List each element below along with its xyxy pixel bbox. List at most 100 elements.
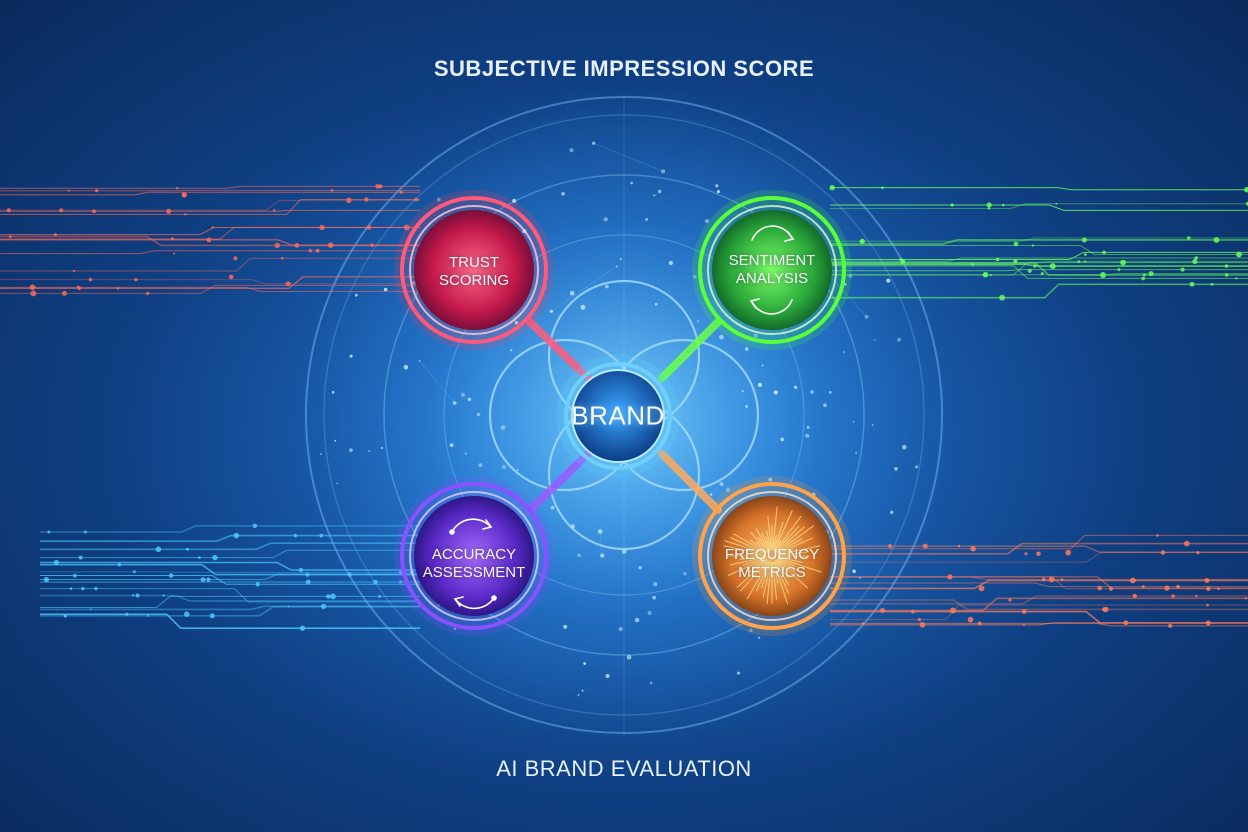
- circuit-node: [166, 208, 172, 214]
- circuit-node: [1141, 276, 1145, 281]
- frequency-label-line2: METRICS: [738, 564, 806, 581]
- spoke-frequency: [658, 450, 722, 514]
- circuit-node: [252, 523, 258, 528]
- network-dot: [331, 391, 335, 394]
- circuit-node: [1055, 202, 1058, 205]
- circuit-trace: [0, 284, 420, 294]
- circuit-node: [326, 594, 331, 599]
- circuit-node: [957, 544, 961, 548]
- burst-ray: [775, 515, 802, 552]
- network-dot: [823, 403, 827, 408]
- circuit-node: [47, 530, 51, 534]
- circuit-trace: [40, 525, 420, 533]
- network-dot: [652, 595, 656, 600]
- refresh-arrows-icon: [749, 225, 795, 315]
- circuit-node: [43, 577, 50, 583]
- brand-label: BRAND: [571, 400, 665, 431]
- circuit-node: [1176, 585, 1180, 589]
- network-dot: [464, 452, 467, 455]
- circuit-node: [1210, 282, 1214, 286]
- network-dot: [710, 493, 713, 496]
- network-dot: [719, 482, 724, 487]
- network-dot: [753, 333, 758, 338]
- burst-ray: [773, 561, 788, 604]
- network-dot: [605, 284, 609, 289]
- network-dot: [550, 505, 555, 510]
- circuit-node: [1120, 259, 1126, 266]
- circuit-node: [319, 533, 324, 538]
- network-dot: [810, 390, 814, 394]
- outer-ring-2: [323, 114, 925, 716]
- circuit-node: [978, 585, 985, 592]
- circuit-trace: [0, 209, 420, 212]
- circuit-node: [861, 622, 865, 625]
- circuit-node: [986, 202, 992, 208]
- circuit-node: [299, 625, 306, 631]
- circuit-node: [1245, 201, 1248, 206]
- burst-ray: [742, 557, 767, 566]
- burst-ray: [739, 556, 767, 560]
- circuit-node: [287, 605, 290, 608]
- circuit-node: [1235, 277, 1238, 280]
- burst-ray: [776, 526, 805, 553]
- sentiment-label-line1: SENTIMENT: [728, 252, 816, 269]
- circuit-trace: [40, 588, 420, 603]
- network-dot: [761, 364, 764, 367]
- network-dot: [403, 364, 409, 370]
- circuit-node: [212, 554, 218, 561]
- circuit-trace: [40, 534, 420, 543]
- network-dot: [605, 673, 610, 679]
- network-dot: [848, 274, 853, 278]
- circuit-node: [1204, 578, 1210, 583]
- circuit-node: [1156, 534, 1159, 537]
- circuit-node: [206, 237, 212, 243]
- circuit-node: [1103, 606, 1109, 613]
- circuit-node: [917, 618, 922, 622]
- circuit-node: [305, 572, 310, 577]
- frequency-label-line1: FREQUENCY: [724, 546, 820, 563]
- circuit-trace: [0, 276, 420, 289]
- network-dot: [592, 141, 596, 145]
- burst-ray: [766, 561, 772, 604]
- network-dot: [501, 464, 507, 470]
- network-dot: [516, 469, 519, 471]
- network-dot: [618, 626, 623, 632]
- network-dot: [412, 281, 416, 285]
- circuit-node: [198, 556, 201, 559]
- circuit-trace: [40, 542, 420, 551]
- circuit-trace: [40, 595, 420, 608]
- node-sentiment: [692, 190, 852, 350]
- circuit-node: [186, 547, 189, 551]
- network-dot: [653, 194, 656, 197]
- network-dot: [668, 260, 674, 266]
- network-dot: [436, 197, 441, 202]
- circuit-node: [1097, 585, 1102, 591]
- circuit-trace: [830, 283, 1248, 299]
- circuit-node: [1065, 549, 1071, 556]
- circuit-trace: [40, 575, 420, 585]
- accuracy-label-line2: ASSESSMENT: [422, 564, 526, 581]
- network-dot: [319, 453, 322, 455]
- network-dot: [758, 636, 761, 639]
- network-link: [551, 266, 617, 312]
- circuit-node: [1002, 203, 1005, 207]
- network-dot: [460, 392, 466, 397]
- circuit-node: [33, 286, 36, 289]
- circuit-node: [859, 239, 864, 244]
- burst-ray: [773, 521, 784, 551]
- network-link: [419, 360, 455, 404]
- network-dot: [569, 148, 574, 153]
- network-dot: [794, 385, 798, 389]
- network-dot: [512, 199, 517, 203]
- circuit-node: [1141, 585, 1145, 589]
- circuit-node: [1100, 272, 1106, 278]
- network-dot: [843, 351, 846, 353]
- burst-ray: [777, 537, 814, 555]
- circuit-trace: [0, 227, 420, 236]
- mid-ring: [383, 174, 865, 656]
- circuit-trace: [830, 257, 1248, 262]
- circuit-trace: [0, 185, 420, 189]
- circuit-node: [330, 593, 336, 600]
- circuit-node: [293, 533, 298, 538]
- network-dot: [619, 258, 622, 260]
